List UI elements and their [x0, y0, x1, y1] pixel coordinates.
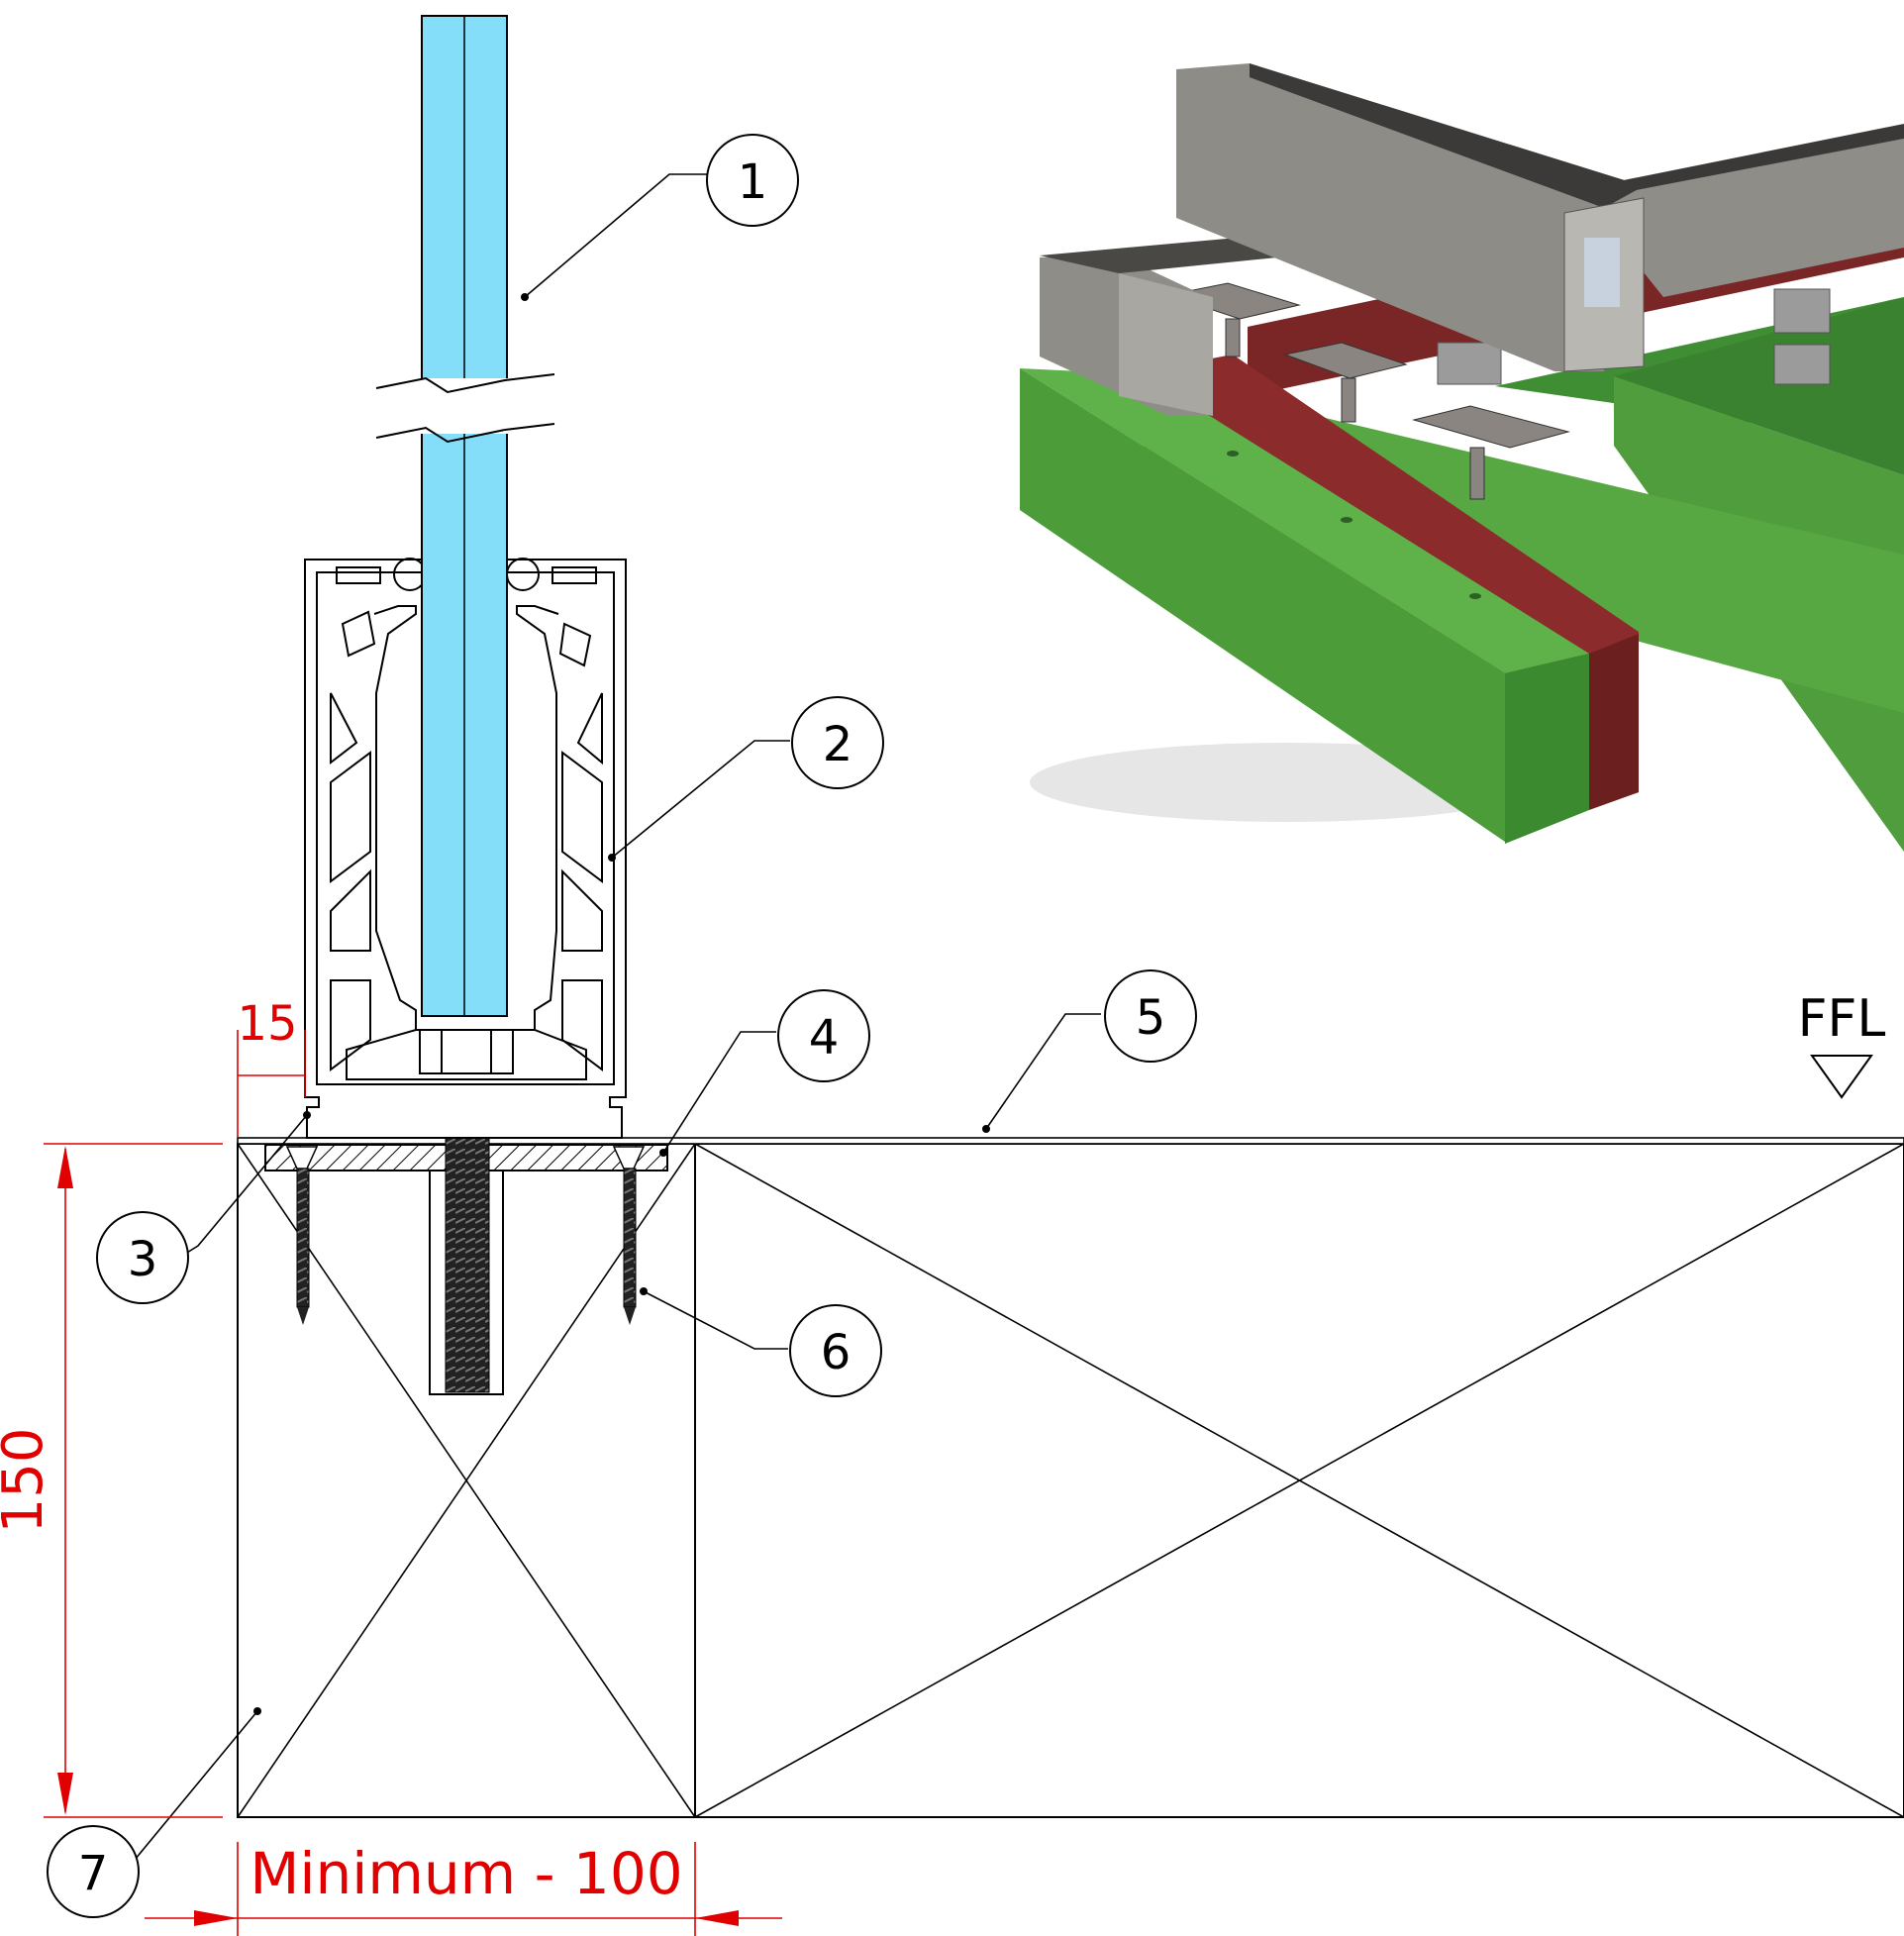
dimension-offset: 15	[237, 996, 306, 1137]
callout-1: 1	[706, 134, 799, 227]
callout-7-label: 7	[78, 1846, 109, 1901]
callout-5-label: 5	[1136, 990, 1166, 1046]
leader-dots	[253, 293, 990, 1715]
callout-3-label: 3	[128, 1232, 158, 1287]
callout-6: 6	[789, 1304, 882, 1397]
callout-4: 4	[777, 989, 870, 1082]
wood-screw-right	[612, 1146, 646, 1325]
callout-4-label: 4	[809, 1010, 840, 1066]
callout-3: 3	[96, 1211, 189, 1304]
dimension-width: Minimum - 100	[145, 1840, 782, 1936]
callout-2: 2	[791, 696, 884, 789]
wood-screw-left	[285, 1146, 319, 1325]
callout-6-label: 6	[821, 1325, 852, 1380]
dimension-height: 150	[0, 1143, 223, 1818]
callout-2-label: 2	[823, 717, 853, 772]
callout-5: 5	[1104, 969, 1197, 1063]
dimension-height-label: 150	[0, 1428, 55, 1534]
callout-1-label: 1	[738, 154, 768, 210]
dimension-offset-label: 15	[237, 996, 297, 1052]
dimension-width-label: Minimum - 100	[250, 1840, 682, 1907]
render-3d	[1020, 63, 1904, 852]
callout-7: 7	[47, 1825, 140, 1918]
glass-panel	[375, 15, 555, 1017]
ffl-marker: FFL	[1798, 989, 1886, 1099]
ffl-label: FFL	[1798, 989, 1886, 1049]
